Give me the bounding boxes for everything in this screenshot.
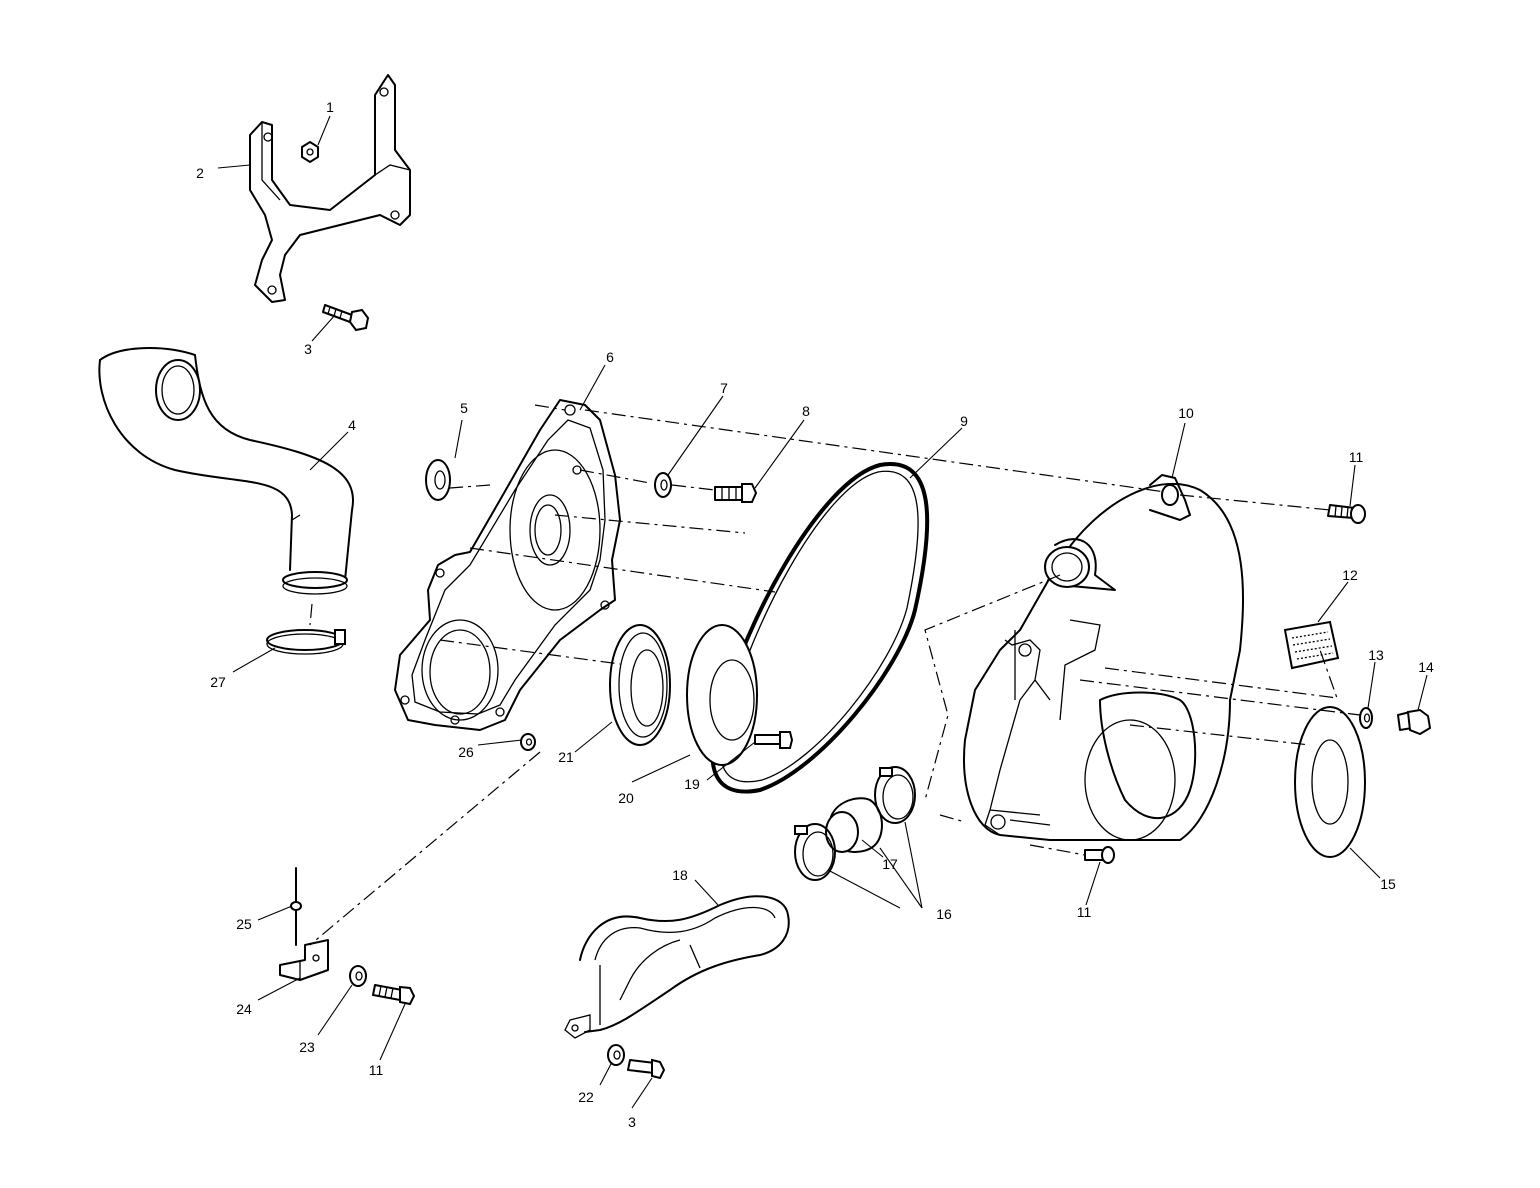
intake-duct: [98, 347, 354, 595]
inner-cover: [394, 399, 621, 731]
callout-4: 4: [348, 417, 356, 433]
callout-22: 22: [578, 1089, 594, 1105]
callout-1: 1: [326, 99, 334, 115]
callout-17: 17: [882, 856, 898, 872]
bolt-11-left: [372, 984, 416, 1006]
seal: [609, 624, 671, 746]
clamp-16-lower: [794, 823, 836, 881]
washer-22: [607, 1044, 625, 1066]
washer-5: [425, 459, 451, 501]
callout-15: 15: [1380, 876, 1396, 892]
callout-3: 3: [304, 341, 312, 357]
callout-3: 3: [628, 1114, 636, 1130]
washer-13: [1359, 707, 1373, 729]
callout-18: 18: [672, 867, 688, 883]
inspection-gasket: [1294, 706, 1366, 858]
washer-26: [520, 733, 536, 751]
callout-5: 5: [460, 400, 468, 416]
callout-2: 2: [196, 165, 204, 181]
callout-16: 16: [936, 906, 952, 922]
callout-9: 9: [960, 413, 968, 429]
pin-25: [290, 867, 302, 946]
screw-11-upper: [1327, 504, 1366, 524]
callout-24: 24: [236, 1001, 252, 1017]
nut: [301, 140, 319, 164]
callout-7: 7: [720, 380, 728, 396]
mounting-bracket: [249, 74, 411, 303]
callout-10: 10: [1178, 405, 1194, 421]
bolt-8: [714, 483, 758, 503]
leader-lines: [217, 115, 1428, 1109]
callout-14: 14: [1418, 659, 1434, 675]
callout-8: 8: [802, 403, 810, 419]
callout-6: 6: [606, 349, 614, 365]
callout-13: 13: [1368, 647, 1384, 663]
warning-decal: [1283, 620, 1340, 670]
hose-clamp: [266, 629, 346, 655]
washer-7: [654, 472, 672, 498]
drive-belt: [710, 461, 930, 794]
clamp-16-upper: [874, 766, 916, 824]
screw-19: [754, 731, 794, 749]
bearing-plate: [686, 624, 758, 766]
callout-25: 25: [236, 916, 252, 932]
drain-plug: [1397, 708, 1432, 736]
callout-23: 23: [299, 1039, 315, 1055]
callout-11: 11: [369, 1062, 384, 1078]
bolt-upper: [322, 304, 370, 332]
outer-cover: [963, 474, 1245, 841]
callout-27: 27: [210, 674, 226, 690]
callout-21: 21: [558, 749, 574, 765]
callout-20: 20: [618, 790, 634, 806]
screw-11-lower: [1084, 846, 1115, 864]
air-duct: [564, 895, 790, 1039]
callout-labels: 1 2 3 3 4 5 6 7 8 9 10 11 11 11 12 13 14…: [196, 99, 1434, 1130]
callout-26: 26: [458, 744, 474, 760]
callout-12: 12: [1342, 567, 1358, 583]
callout-19: 19: [684, 776, 700, 792]
washer-23: [349, 965, 367, 987]
alignment-lines: [309, 404, 1361, 946]
small-bracket: [279, 939, 329, 981]
callout-11: 11: [1349, 449, 1364, 465]
bolt-lower: [627, 1058, 666, 1080]
callout-11: 11: [1077, 904, 1092, 920]
